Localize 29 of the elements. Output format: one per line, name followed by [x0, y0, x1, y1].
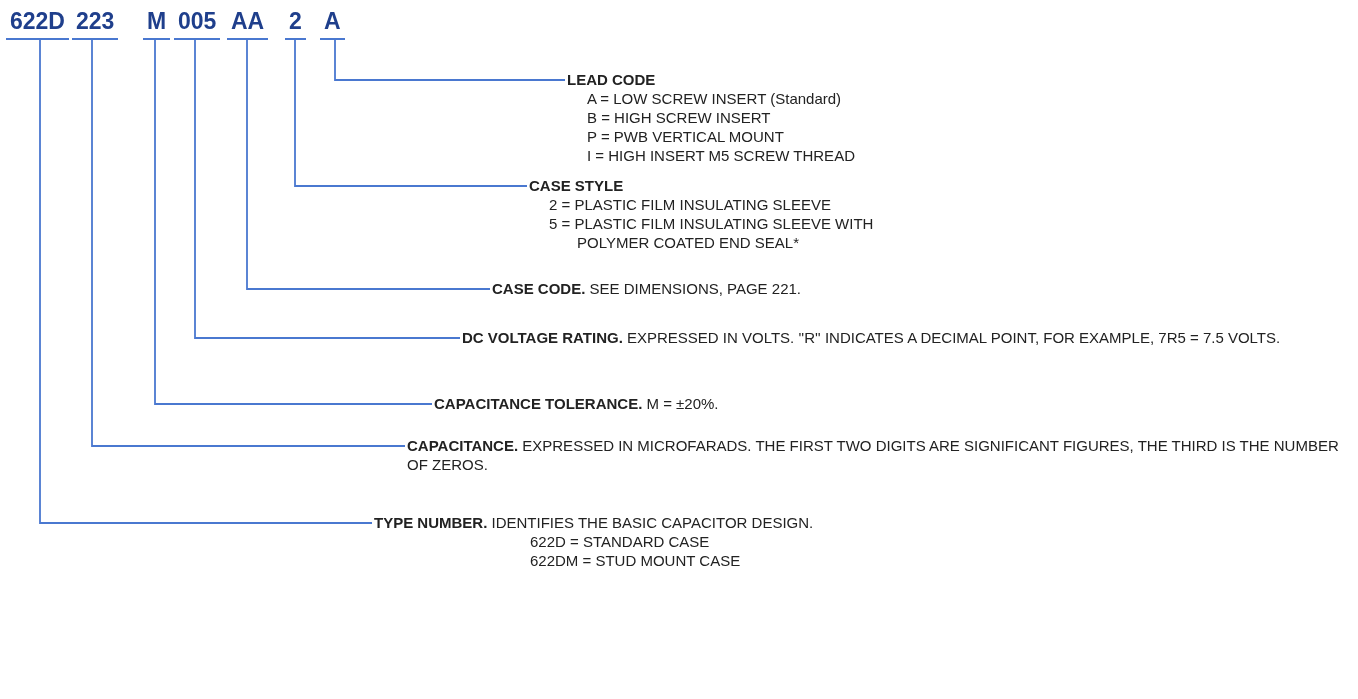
leader-line [39, 39, 373, 524]
part-code: M [143, 8, 171, 40]
part-code: 2 [285, 8, 306, 40]
leader-line [91, 39, 406, 447]
leader-line [294, 39, 528, 187]
code-heading: LEAD CODE [567, 70, 657, 89]
code-option: 622DM = STUD MOUNT CASE [374, 551, 1074, 570]
code-option: 2 = PLASTIC FILM INSULATING SLEEVE [529, 195, 859, 214]
code-option: B = HIGH SCREW INSERT [567, 108, 1067, 127]
code-option: 5 = PLASTIC FILM INSULATING SLEEVE WITH POLYMER COATED END SEAL* [529, 214, 907, 252]
part-code: 622D [6, 8, 69, 40]
code-description: TYPE NUMBER. IDENTIFIES THE BASIC CAPACITOR DESIGN. [374, 513, 815, 532]
code-description: CAPACITANCE. EXPRESSED IN MICROFARADS. THE FIRST TWO DIGITS ARE SIGNIFICANT FIGURES, THE THIRD IS THE NUMBER OF ZEROS. [407, 436, 1340, 474]
leader-line [154, 39, 433, 405]
code-description: CAPACITANCE TOLERANCE. M = ±20%. [434, 394, 720, 413]
code-option: P = PWB VERTICAL MOUNT [567, 127, 1067, 146]
code-description: DC VOLTAGE RATING. EXPRESSED IN VOLTS. ''R'' INDICATES A DECIMAL POINT, FOR EXAMPLE, 7R5 = 7.5 VOLTS. [462, 328, 1282, 347]
leader-line [194, 39, 461, 339]
code-option: 622D = STANDARD CASE [374, 532, 1074, 551]
code-heading: CASE STYLE [529, 176, 625, 195]
code-description: CASE CODE. SEE DIMENSIONS, PAGE 221. [492, 279, 802, 298]
code-option: I = HIGH INSERT M5 SCREW THREAD [567, 146, 1067, 165]
part-code: 005 [174, 8, 221, 40]
leader-line [334, 39, 566, 81]
part-code: 223 [72, 8, 119, 40]
part-code: AA [227, 8, 269, 40]
code-option: A = LOW SCREW INSERT (Standard) [567, 89, 1067, 108]
part-code: A [320, 8, 345, 40]
leader-line [246, 39, 491, 290]
